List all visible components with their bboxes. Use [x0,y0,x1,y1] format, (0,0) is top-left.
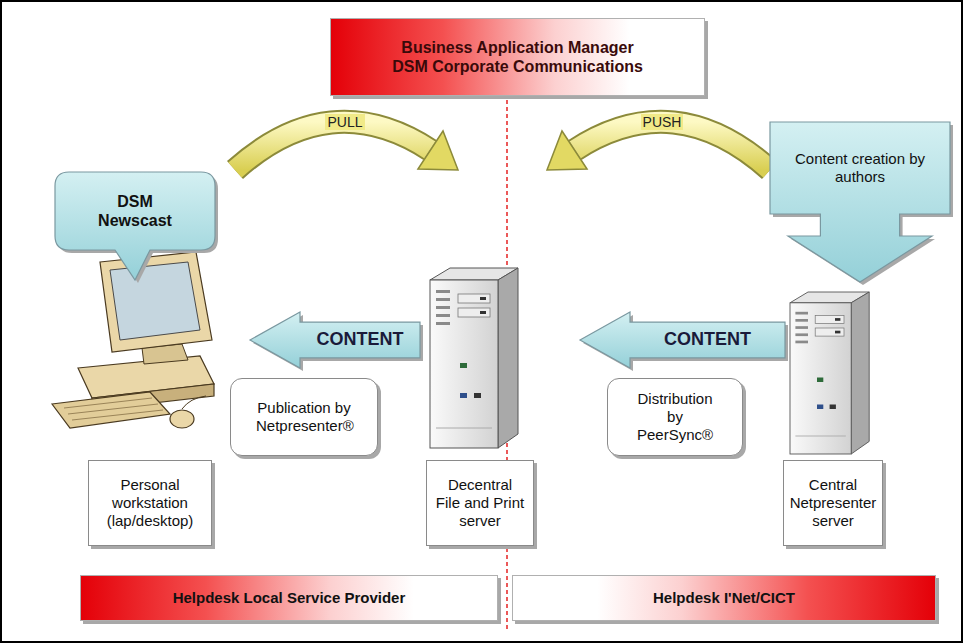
flow-label: PULL [325,114,364,130]
node-text: Helpdesk Local Service Provider [173,589,406,607]
node-text: CONTENT [317,329,404,351]
helpdesk-banner: Helpdesk Local Service Provider [80,575,498,621]
speech-bubble-outline [55,172,215,250]
text-group: Central Netpresenter server [788,476,878,530]
text-group: Helpdesk I'Net/CICT [653,589,795,607]
device-label-box: Personal workstation (lap/desktop) [88,460,212,546]
process-box: Distribution by PeerSync® [607,378,743,456]
node-text: Decentral File and Print server [434,476,526,530]
node-text: Content creation by authors [792,150,928,186]
device-label-box: Central Netpresenter server [783,460,883,546]
computer-icon [72,410,163,420]
node-text: Publication by Netpresenter® [256,399,352,435]
text-group: Content creation by authors [770,122,950,214]
text-group: Publication by Netpresenter® [256,399,352,435]
node-text: CONTENT [664,329,751,351]
device-label-box: Decentral File and Print server [426,460,534,546]
computer-icon [100,252,212,352]
content-block-arrow-shape [580,312,785,368]
computer-icon [170,410,194,428]
process-box: Publication by Netpresenter® [230,378,378,456]
node-text: DSM Newscast [97,192,173,230]
down-block-arrow: Content creation by authors [770,122,950,282]
node-text: Helpdesk I'Net/CICT [653,589,795,607]
content-block-arrow-shape [250,312,420,368]
text-group: Business Application Manager DSM Corpora… [387,38,649,76]
computer-icon [110,262,200,340]
computer-icon [52,252,214,428]
title-banner: Business Application Manager DSM Corpora… [330,18,705,96]
node-text: Distribution by PeerSync® [629,390,721,444]
text-group: DSM Newscast [97,192,173,230]
node-text: Central Netpresenter server [788,476,878,530]
text-group: Helpdesk Local Service Provider [173,589,406,607]
down-block-arrow-shape [770,122,950,282]
text-group: CONTENT [630,312,785,368]
flow-label: PUSH [641,114,684,130]
speech-bubble: DSM Newscast [55,172,215,250]
content-block-arrow: CONTENT [250,312,420,368]
node-text: Business Application Manager DSM Corpora… [387,38,649,76]
down-block-arrow-outline [770,122,950,282]
computer-icon [182,396,206,409]
helpdesk-banner: Helpdesk I'Net/CICT [512,575,936,621]
server-icon [790,292,869,454]
speech-bubble-shape [55,172,215,280]
push-arrow [547,131,587,170]
computer-icon [52,392,170,428]
pull-arrow [418,131,458,170]
content-block-arrow: CONTENT [580,312,785,368]
text-group: Decentral File and Print server [434,476,526,530]
server-icon [430,268,518,448]
node-text: Personal workstation (lap/desktop) [93,476,207,530]
text-group: Personal workstation (lap/desktop) [93,476,207,530]
text-group: Distribution by PeerSync® [629,390,721,444]
text-group: CONTENT [300,312,420,368]
